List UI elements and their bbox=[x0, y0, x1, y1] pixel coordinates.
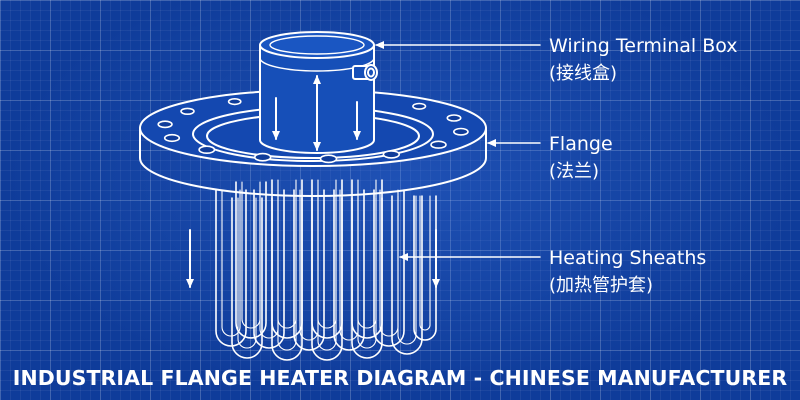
terminal-box bbox=[259, 31, 378, 154]
heating-sheaths bbox=[215, 179, 437, 361]
heating-sheath-tube bbox=[391, 195, 423, 355]
heating-sheath-tube bbox=[253, 189, 285, 349]
diagram-title: INDUSTRIAL FLANGE HEATER DIAGRAM - CHINE… bbox=[12, 366, 788, 390]
terminal-box-band bbox=[259, 57, 375, 72]
heating-sheath-tube bbox=[271, 179, 303, 339]
heating-sheath-tube bbox=[271, 197, 303, 361]
terminal-box-rim bbox=[269, 35, 365, 55]
bolt-hole bbox=[412, 102, 427, 110]
sheaths-label: Heating Sheaths bbox=[549, 247, 707, 269]
heating-sheath-tube bbox=[215, 189, 247, 347]
terminal-box-sublabel: (接线盒) bbox=[549, 63, 618, 84]
callout-flange: Flange (法兰) bbox=[549, 131, 613, 185]
bolt-hole bbox=[319, 154, 338, 164]
terminal-box-label: Wiring Terminal Box bbox=[549, 35, 738, 57]
heating-sheath-inner bbox=[277, 197, 297, 351]
heating-sheath-tube bbox=[293, 189, 325, 351]
bolt-hole bbox=[157, 120, 173, 129]
bolt-hole bbox=[452, 127, 469, 136]
heating-sheath-inner bbox=[357, 197, 377, 349]
bolt-hole bbox=[163, 133, 181, 143]
heating-sheath-tube bbox=[235, 181, 267, 339]
flange-edge bbox=[139, 127, 487, 197]
bolt-hole bbox=[180, 107, 195, 116]
bolt-hole bbox=[198, 145, 216, 154]
heating-sheath-inner bbox=[237, 197, 257, 349]
bolt-hole bbox=[430, 140, 447, 149]
cable-gland bbox=[352, 64, 378, 81]
bolt-hole bbox=[446, 114, 462, 122]
flange-sublabel: (法兰) bbox=[549, 161, 600, 182]
callout-terminal-box: Wiring Terminal Box (接线盒) bbox=[549, 33, 738, 87]
heating-sheath-tube bbox=[311, 179, 343, 339]
bolt-hole bbox=[382, 150, 400, 159]
heating-sheath-tube bbox=[351, 179, 383, 339]
sheaths-sublabel: (加热管护套) bbox=[549, 275, 654, 296]
heating-sheath-tube bbox=[373, 189, 405, 347]
heating-sheath-tube bbox=[351, 197, 383, 359]
heating-sheath-inner bbox=[419, 195, 431, 331]
bolt-hole bbox=[254, 152, 272, 162]
bolt-hole bbox=[227, 97, 242, 106]
callout-sheaths: Heating Sheaths (加热管护套) bbox=[549, 245, 706, 299]
heating-sheath-inner bbox=[317, 197, 337, 351]
heating-sheath-tube bbox=[231, 197, 263, 359]
heating-sheath-inner bbox=[397, 195, 417, 345]
heating-sheath-tube bbox=[311, 197, 343, 361]
heating-sheath-inner bbox=[221, 189, 241, 337]
heating-sheath-tube bbox=[333, 189, 365, 351]
heating-sheath-inner bbox=[241, 181, 261, 329]
flange-label: Flange bbox=[549, 133, 613, 155]
heating-sheath-tube bbox=[413, 195, 437, 341]
